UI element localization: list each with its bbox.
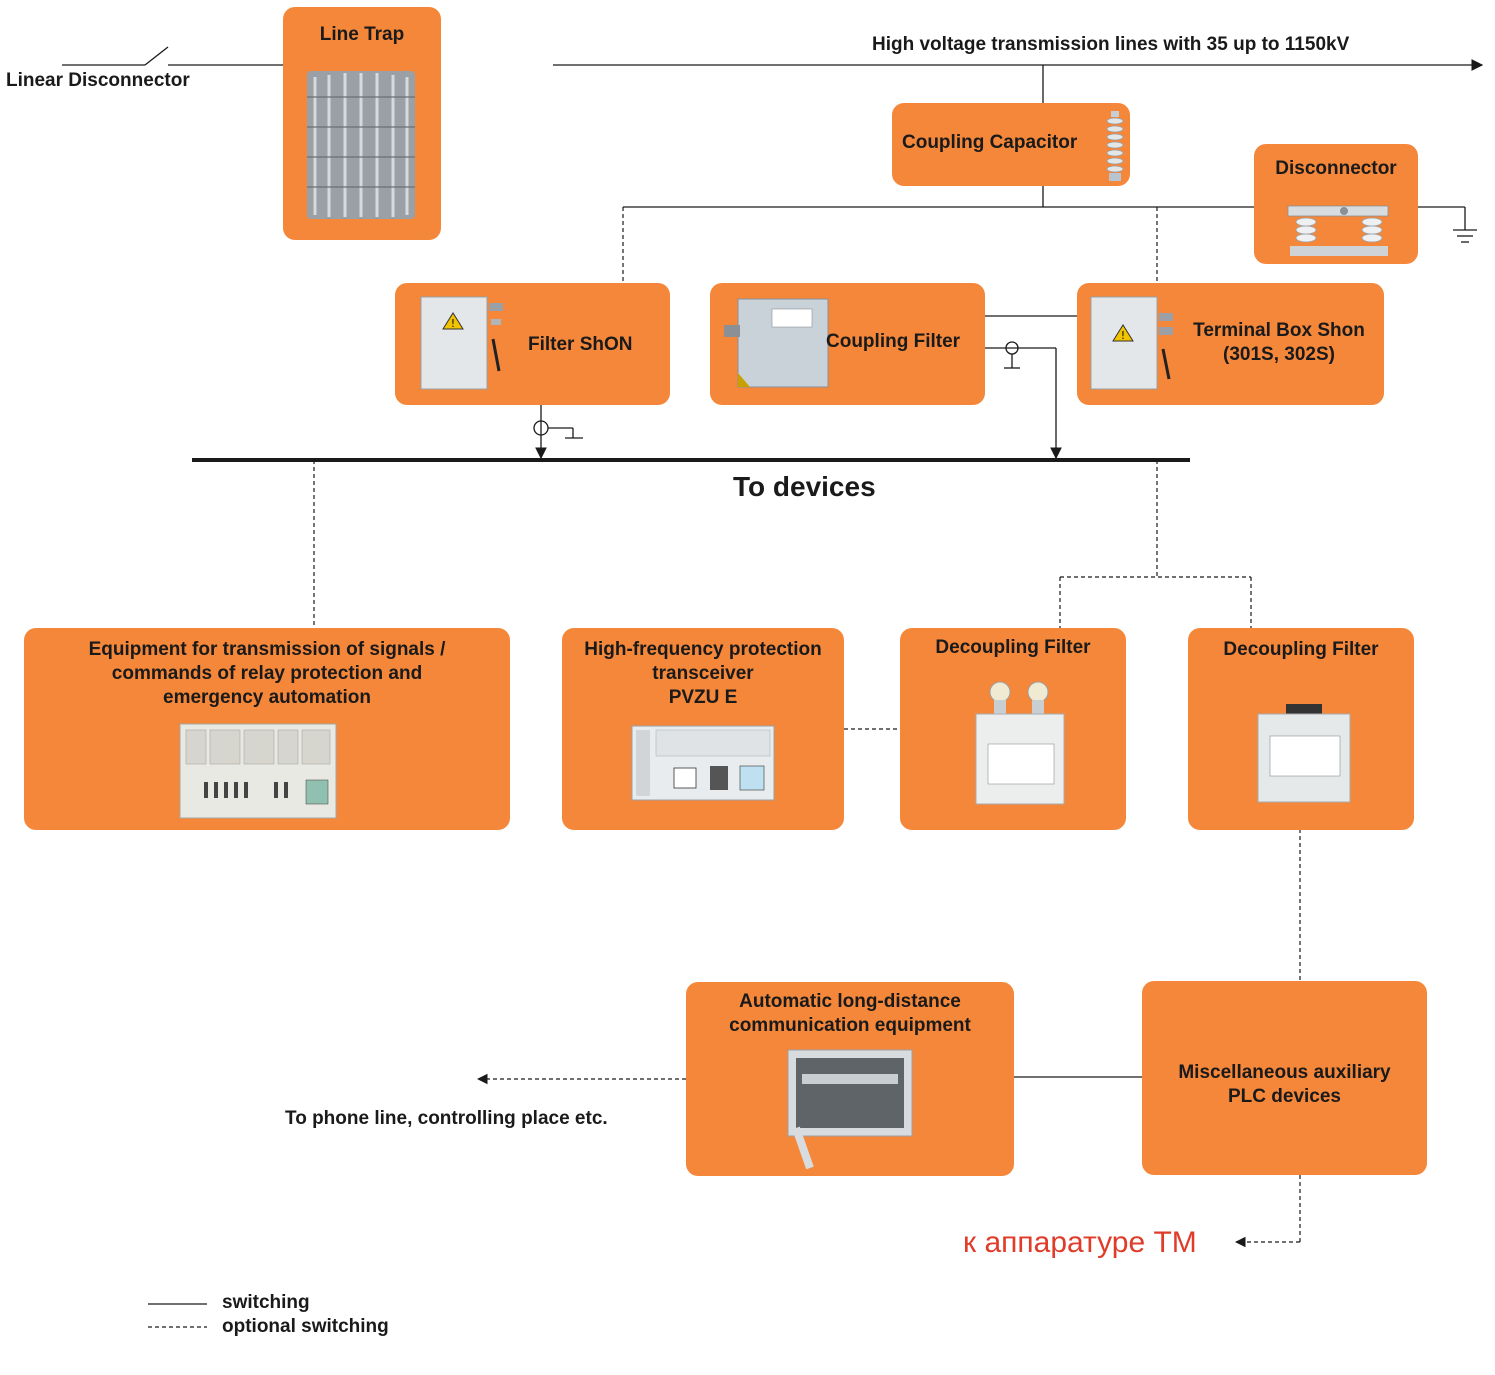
long-distance-comm-box: Automatic long-distance communication eq…	[686, 982, 1014, 1176]
coupling-filter-image	[724, 298, 829, 388]
coupling-capacitor-box: Coupling Capacitor	[892, 103, 1130, 186]
decoupling-filter-1-title: Decoupling Filter	[935, 637, 1091, 658]
decoupling-filter-1-box: Decoupling Filter	[900, 628, 1126, 830]
long-distance-comm-image	[787, 1049, 913, 1170]
linear-disconnector-label: Linear Disconnector	[6, 70, 190, 91]
terminal-box-image: !	[1090, 296, 1173, 390]
line-trap-image	[307, 71, 415, 219]
equipment-rack-image	[179, 723, 337, 819]
filter-shon-title: Filter ShON	[528, 334, 633, 355]
coupling-capacitor-title: Coupling Capacitor	[902, 132, 1078, 153]
to-devices-label: To devices	[733, 471, 876, 502]
to-phone-line-label: To phone line, controlling place etc.	[285, 1108, 608, 1129]
disconnector-title: Disconnector	[1275, 158, 1397, 179]
line-trap-box: Line Trap	[283, 7, 441, 240]
misc-plc-title: Miscellaneous auxiliary PLC devices	[1178, 1062, 1391, 1107]
line-trap-title: Line Trap	[319, 24, 405, 45]
disconnector-image	[1287, 205, 1389, 256]
legend-switching: switching	[222, 1292, 310, 1313]
disconnector-box: Disconnector	[1254, 144, 1418, 264]
switch-icon	[144, 46, 169, 66]
hv-lines-label: High voltage transmission lines with 35 …	[872, 34, 1350, 55]
svg-text:!: !	[451, 317, 455, 330]
svg-text:!: !	[1121, 329, 1125, 342]
hf-transceiver-title: High-frequency protection transceiver PV…	[584, 639, 822, 708]
decoupling-filter-2-image	[1257, 704, 1351, 803]
capacitor-image	[1106, 111, 1124, 181]
decoupling-filter-2-box: Decoupling Filter	[1188, 628, 1414, 830]
equipment-transmission-box: Equipment for transmission of signals / …	[24, 628, 510, 830]
decoupling-filter-1-image	[975, 681, 1065, 805]
decoupling-filter-2-title: Decoupling Filter	[1223, 639, 1379, 660]
filter-shon-box: ! Filter ShON	[395, 283, 670, 405]
misc-plc-box: Miscellaneous auxiliary PLC devices	[1142, 981, 1427, 1175]
terminal-box: ! Terminal Box Shon (301S, 302S)	[1077, 283, 1384, 405]
filter-shon-image: !	[420, 296, 503, 390]
equipment-transmission-title: Equipment for transmission of signals / …	[88, 639, 446, 708]
terminal-box-title: Terminal Box Shon (301S, 302S)	[1193, 320, 1365, 365]
hf-transceiver-box: High-frequency protection transceiver PV…	[562, 628, 844, 830]
coupling-filter-box: Coupling Filter	[710, 283, 985, 405]
legend-optional-switching: optional switching	[222, 1316, 389, 1337]
telemechanics-label: к аппаратуре ТМ	[963, 1226, 1197, 1259]
coupling-filter-title: Coupling Filter	[826, 331, 961, 352]
long-distance-comm-title: Automatic long-distance communication eq…	[729, 991, 971, 1036]
transceiver-image	[631, 725, 775, 801]
